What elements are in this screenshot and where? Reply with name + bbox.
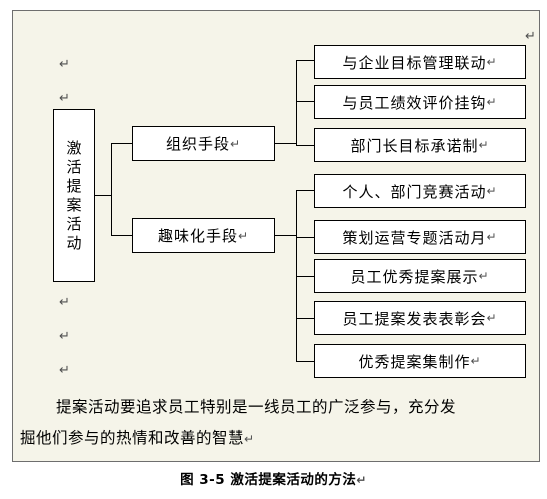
leaf-label: 员工优秀提案展示 (350, 267, 479, 286)
connector-line (111, 143, 132, 145)
root-char: 动 (66, 233, 82, 252)
caption-text: 图 3-5 激活提案活动的方法 (180, 472, 357, 488)
arrow-mark: ↵ (486, 184, 498, 198)
arrow-mark: ↵ (470, 354, 482, 368)
arrow-mark: ↵ (486, 95, 498, 109)
connector-line (296, 276, 314, 278)
paragraph-mark: ↵ (59, 363, 70, 378)
leaf-node: 策划运营专题活动月↵ (314, 220, 526, 254)
arrow-mark: ↵ (486, 311, 498, 325)
leaf-node: 与企业目标管理联动↵ (314, 45, 526, 79)
root-char: 激 (66, 138, 82, 157)
figure-caption: 图 3-5 激活提案活动的方法↵ (0, 468, 547, 488)
paragraph-mark: ↵ (59, 57, 70, 72)
connector-line (296, 237, 314, 239)
paragraph-mark: ↵ (59, 295, 70, 310)
paragraph-mark: ↵ (244, 432, 255, 446)
branch-node-fun: 趣味化手段↵ (132, 218, 275, 253)
arrow-mark: ↵ (229, 136, 242, 151)
leaf-label: 与企业目标管理联动 (342, 53, 487, 72)
connector-line (296, 60, 314, 62)
connector-line (296, 101, 314, 103)
leaf-label: 个人、部门竞赛活动 (342, 182, 487, 201)
paragraph-mark: ↵ (356, 473, 367, 487)
connector-line (111, 235, 132, 237)
leaf-label: 员工提案发表表彰会 (342, 309, 487, 328)
leaf-node: 部门长目标承诺制↵ (314, 128, 526, 162)
branch-label: 趣味化手段 (157, 227, 238, 245)
connector-line (296, 190, 314, 192)
branch-node-organization: 组织手段↵ (132, 126, 275, 161)
branch-label: 组织手段 (165, 135, 230, 153)
connector-line (296, 318, 314, 320)
root-char: 活 (66, 214, 82, 233)
connector-line (275, 143, 297, 145)
leaf-node: 个人、部门竞赛活动↵ (314, 174, 526, 208)
connector-line (296, 361, 314, 363)
connector-line (95, 195, 112, 197)
arrow-mark: ↵ (478, 138, 490, 152)
connector-line (275, 235, 297, 237)
leaf-label: 优秀提案集制作 (358, 352, 471, 371)
body-paragraph: 提案活动要追求员工特别是一线员工的广泛参与，充分发 掘他们参与的热情和改善的智慧… (20, 392, 532, 455)
leaf-node: 与员工绩效评价挂钩↵ (314, 85, 526, 119)
leaf-node: 员工提案发表表彰会↵ (314, 301, 526, 335)
connector-line (296, 145, 314, 147)
arrow-mark: ↵ (237, 228, 250, 243)
paragraph-mark: ↵ (59, 329, 70, 344)
paragraph-mark: ↵ (59, 91, 70, 106)
connector-line (111, 143, 113, 236)
paragraph-line: 提案活动要追求员工特别是一线员工的广泛参与，充分发 (56, 398, 457, 416)
leaf-label: 部门长目标承诺制 (350, 136, 479, 155)
paragraph-mark: ↵ (525, 29, 536, 44)
root-char: 提 (66, 176, 82, 195)
leaf-node: 员工优秀提案展示↵ (314, 259, 526, 293)
leaf-node: 优秀提案集制作↵ (314, 344, 526, 378)
leaf-label: 与员工绩效评价挂钩 (342, 93, 487, 112)
root-node: 激 活 提 案 活 动 (53, 109, 95, 282)
root-char: 活 (66, 157, 82, 176)
arrow-mark: ↵ (486, 55, 498, 69)
arrow-mark: ↵ (486, 230, 498, 244)
connector-line (296, 60, 298, 146)
root-char: 案 (66, 195, 82, 214)
arrow-mark: ↵ (478, 269, 490, 283)
leaf-label: 策划运营专题活动月 (342, 228, 487, 247)
paragraph-line-end: 掘他们参与的热情和改善的智慧↵ (20, 423, 532, 455)
paragraph-line: 掘他们参与的热情和改善的智慧 (20, 429, 245, 447)
